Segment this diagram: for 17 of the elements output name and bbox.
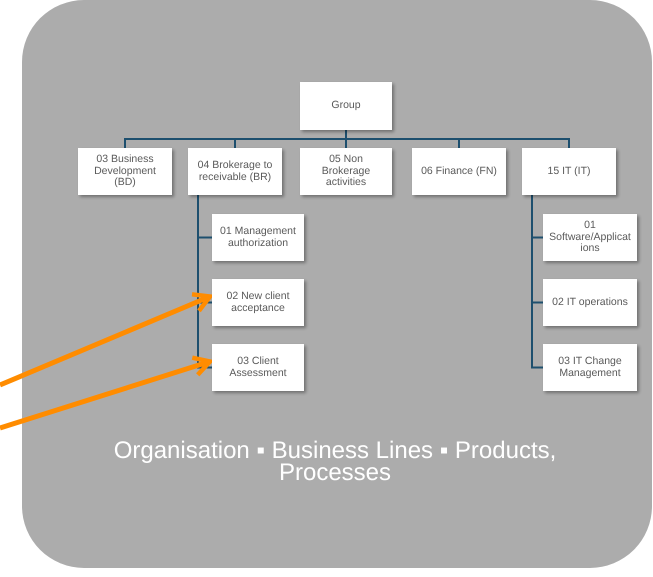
org-box: Group <box>300 82 392 130</box>
org-box: 01 Management authorization <box>212 214 304 261</box>
org-box: 02 New client acceptance <box>212 279 304 326</box>
org-box: 01 Software/Applications <box>543 214 637 261</box>
org-box: 03 Client Assessment <box>212 344 304 391</box>
org-box: 02 IT operations <box>543 279 637 326</box>
org-box: 03 Business Development (BD) <box>78 148 172 195</box>
org-box: 06 Finance (FN) <box>412 148 506 195</box>
org-box: 03 IT Change Management <box>543 344 637 391</box>
org-box: 04 Brokerage to receivable (BR) <box>188 148 282 195</box>
panel-caption: Organisation ▪ Business Lines ▪ Products, Processes <box>112 440 558 484</box>
arrow <box>0 292 212 388</box>
connector-line <box>345 130 570 148</box>
org-box: 05 Non Brokerage activities <box>300 148 392 195</box>
connector-line <box>531 195 543 368</box>
org-box: 15 IT (IT) <box>522 148 616 195</box>
arrow <box>0 355 212 430</box>
